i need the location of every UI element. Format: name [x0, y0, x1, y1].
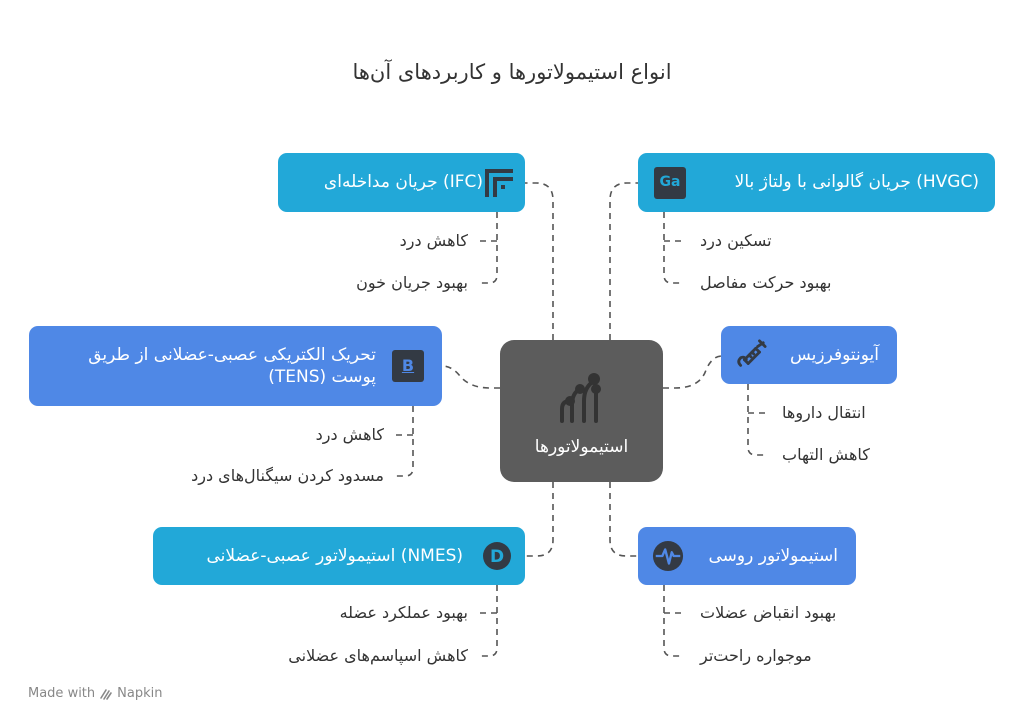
diagram-title: انواع استیمولاتورها و کاربردهای آن‌ها	[352, 60, 672, 84]
node-nmes[interactable]: D (NMES) استیمولاتور عصبی-عضلانی	[153, 527, 525, 585]
connector-russian	[609, 482, 638, 557]
boron-element-icon: B	[392, 350, 424, 382]
node-label: (NMES) استیمولاتور عصبی-عضلانی	[206, 545, 463, 566]
node-ifc[interactable]: (IFC) جریان مداخله‌ای	[278, 153, 525, 212]
connector-tens	[441, 365, 500, 389]
napkin-logo-icon	[100, 688, 112, 700]
leaf-nmes-1: بهبود عملکرد عضله	[339, 603, 468, 622]
connector-iontophoresis	[663, 355, 723, 389]
node-label: تحریک الکتریکی عصبی-عضلانی از طریق پوست …	[88, 344, 376, 387]
node-iontophoresis[interactable]: آیونتوفرزیس	[721, 326, 897, 384]
gallium-element-icon: Ga	[654, 166, 686, 199]
node-label: استیمولاتور روسی	[708, 545, 839, 566]
leaf-iontophoresis-2: کاهش التهاب	[782, 445, 870, 464]
letter-d: D	[490, 547, 504, 567]
node-label: (HVGC) جریان گالوانی با ولتاژ بالا	[734, 172, 979, 193]
leaf-ifc-2: بهبود جریان خون	[356, 273, 468, 292]
syringe-icon	[735, 339, 767, 371]
footer-brand: Napkin	[117, 686, 163, 701]
leaf-tens-1: کاهش درد	[315, 425, 384, 444]
connector-ifc	[525, 182, 554, 340]
node-label: (IFC) جریان مداخله‌ای	[323, 172, 483, 193]
center-node: استیمولاتورها	[500, 340, 663, 482]
connector-hvgc	[609, 182, 638, 340]
leaf-hvgc-1: تسکین درد	[700, 231, 772, 250]
connector-nmes	[525, 482, 554, 557]
node-russian[interactable]: استیمولاتور روسی	[638, 527, 856, 585]
letter-d-badge-icon: D	[481, 540, 513, 572]
stimulator-branches-icon	[559, 373, 601, 423]
center-label: استیمولاتورها	[534, 437, 629, 457]
boron-symbol: B	[401, 355, 415, 375]
leaf-russian-1: بهبود انقباض عضلات	[700, 603, 837, 622]
leaf-tens-2: مسدود کردن سیگنال‌های درد	[191, 466, 384, 485]
leaf-nmes-2: کاهش اسپاسم‌های عضلانی	[288, 646, 468, 665]
leaf-iontophoresis-1: انتقال داروها	[782, 403, 866, 422]
pulse-wave-icon	[652, 540, 684, 572]
gallium-symbol: Ga	[659, 174, 681, 191]
interference-grid-icon	[483, 167, 515, 199]
node-tens[interactable]: B تحریک الکتریکی عصبی-عضلانی از طریق پوس…	[29, 326, 442, 406]
leaf-ifc-1: کاهش درد	[399, 231, 468, 250]
node-label: آیونتوفرزیس	[789, 344, 879, 365]
footer-watermark: Made with Napkin	[28, 686, 162, 701]
leaf-hvgc-2: بهبود حرکت مفاصل	[700, 273, 832, 292]
footer-prefix: Made with	[28, 686, 96, 701]
leaf-russian-2: موجواره راحت‌تر	[700, 646, 812, 665]
node-hvgc[interactable]: (HVGC) جریان گالوانی با ولتاژ بالا Ga	[638, 153, 995, 212]
